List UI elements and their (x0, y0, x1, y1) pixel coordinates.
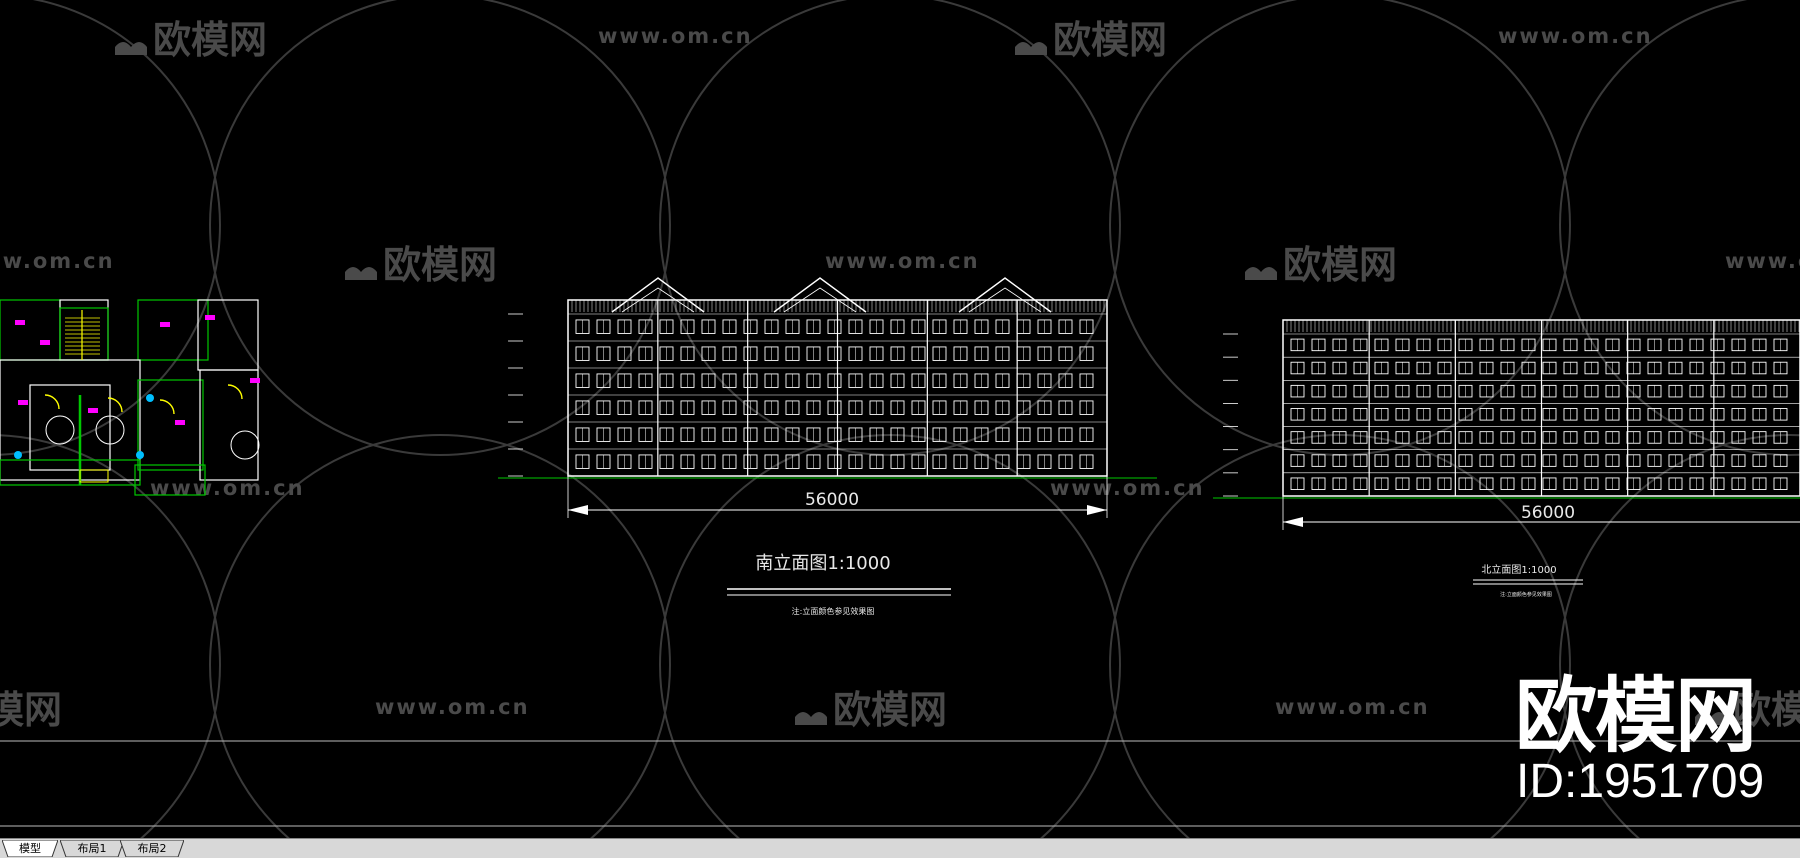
watermark-url-text: www.om.cn (0, 249, 115, 273)
door-swing (159, 399, 175, 415)
watermark-layer: 欧模网欧模网欧模网欧模网欧模网欧模网欧模网www.om.cnwww.om.cnw… (0, 0, 1800, 838)
sofa-logo-icon (1015, 42, 1047, 55)
watermark-brand-text: 欧模网 (1733, 688, 1800, 732)
watermark-arc (0, 434, 221, 838)
watermark-url-text: www.om.cn (1050, 476, 1205, 500)
tab-layout2[interactable]: 布局2 (120, 840, 184, 857)
room-label (205, 315, 215, 320)
tab-shape (60, 840, 124, 857)
column-marker (14, 451, 22, 459)
plan-wall (0, 299, 61, 361)
sofa-logo-icon (115, 42, 147, 55)
tab-layout1[interactable]: 布局1 (60, 840, 124, 857)
watermark-brand-text: 欧模网 (383, 243, 497, 287)
dimension-arrow (568, 505, 588, 515)
watermark-brand: 欧模网 (795, 688, 947, 732)
room-label (40, 340, 50, 345)
watermark-arc (209, 0, 671, 456)
watermark-brand-large: 欧模网 (1515, 669, 1757, 764)
door-swing (44, 394, 60, 410)
balcony (79, 469, 109, 483)
watermark-arc (1109, 434, 1571, 838)
dimension-arrow (1087, 505, 1107, 515)
watermark-brand-text: 欧模网 (0, 688, 62, 732)
north-elevation-drawing[interactable] (1213, 319, 1800, 530)
plan-wall (0, 359, 141, 481)
sofa-logo-icon (795, 712, 827, 725)
watermark-arc (209, 434, 671, 838)
tab-layout1-label: 布局1 (77, 842, 107, 855)
floor-plan-drawing[interactable] (0, 299, 260, 496)
room-label (175, 420, 185, 425)
furniture (230, 430, 260, 460)
room-label (160, 322, 170, 327)
south-elevation-note: 注:立面颜色参见效果图 (792, 606, 875, 616)
plan-wall (137, 379, 204, 471)
watermark-url-text: www.om.cn (825, 249, 980, 273)
gable (611, 277, 705, 313)
watermark-url-text: www.om.cn (598, 24, 753, 48)
gable (958, 277, 1052, 313)
furniture (95, 415, 125, 445)
room-label (250, 378, 260, 383)
room-label (15, 320, 25, 325)
watermark-brand-text: 欧模网 (1053, 18, 1167, 62)
door-swing (227, 384, 243, 400)
gable (773, 277, 867, 313)
column-marker (146, 394, 154, 402)
watermark-arc (1559, 0, 1800, 456)
watermark-url-text: www.om.cn (1275, 695, 1430, 719)
south-elevation-dimension: 56000 (805, 490, 859, 510)
watermark-brand: 欧模网 (1245, 243, 1397, 287)
watermark-arc (659, 0, 1121, 456)
watermark-id: ID:1951709 (1516, 755, 1765, 808)
cad-model-space[interactable]: 欧模网欧模网欧模网欧模网欧模网欧模网欧模网www.om.cnwww.om.cnw… (0, 0, 1800, 838)
gable-inner (621, 287, 695, 313)
north-elevation-note: 注:立面颜色参见效果图 (1500, 591, 1552, 598)
plan-wall (0, 459, 141, 486)
gable-inner (968, 287, 1042, 313)
sofa-logo-icon (1695, 712, 1727, 725)
north-elevation-title: 北立面图1:1000 (1481, 563, 1556, 576)
watermark-url-text: www.om.cn (1725, 249, 1800, 273)
door-swing (107, 397, 123, 413)
watermark-brand: 欧模网 (115, 18, 267, 62)
tab-shape (120, 840, 184, 857)
south-elevation-drawing[interactable] (498, 277, 1157, 518)
north-elevation-dimension: 56000 (1521, 503, 1575, 523)
watermark-brand: 欧模网 (1015, 18, 1167, 62)
sofa-logo-icon (1245, 267, 1277, 280)
plan-wall (134, 464, 206, 496)
dimension-arrow (1283, 517, 1303, 527)
furniture (45, 415, 75, 445)
watermark-arc (0, 0, 221, 456)
layout-tab-bar: 模型 布局1 布局2 (0, 838, 1800, 858)
sofa-logo-icon (345, 267, 377, 280)
tab-layout2-label: 布局2 (137, 842, 167, 855)
watermark-url-text: www.om.cn (1498, 24, 1653, 48)
plan-wall (29, 384, 111, 471)
watermark-arc (659, 434, 1121, 838)
south-elevation-title: 南立面图1:1000 (755, 553, 890, 574)
watermark-url-text: www.om.cn (375, 695, 530, 719)
drawing-layer[interactable]: 56000 南立面图1:1000 注:立面颜色参见效果图 56000 北立面图1… (0, 0, 1800, 838)
tab-shape (2, 840, 58, 857)
room-label (88, 408, 98, 413)
watermark-brand-text: 欧模网 (1283, 243, 1397, 287)
tab-model[interactable]: 模型 (2, 840, 58, 857)
watermark-brand-text: 欧模网 (833, 688, 947, 732)
plan-wall (137, 299, 209, 361)
watermark-arc (1559, 434, 1800, 838)
tab-model-label: 模型 (19, 842, 41, 855)
plan-wall (199, 369, 259, 481)
watermark-brand: 欧模网 (345, 243, 497, 287)
watermark-brand: 欧模网 (1695, 688, 1800, 732)
column-marker (136, 451, 144, 459)
watermark-brand-text: 欧模网 (153, 18, 267, 62)
watermark-brand: 欧模网 (0, 688, 62, 732)
gable-inner (783, 287, 857, 313)
room-label (18, 400, 28, 405)
